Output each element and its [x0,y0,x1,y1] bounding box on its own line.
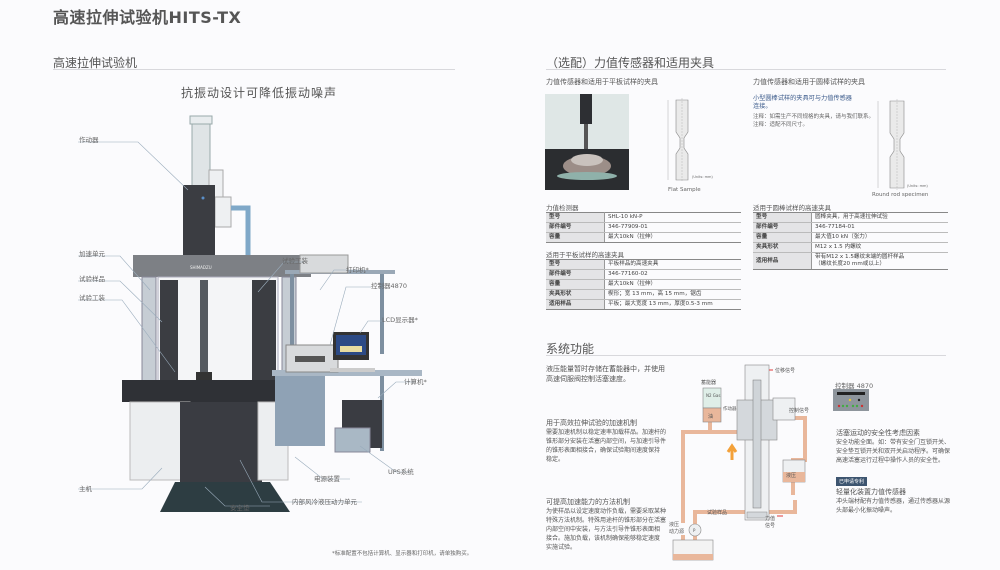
table-row: 型号圆棒夹具，用于高速拉伸试验 [753,212,948,223]
sensor-title: 轻量化装置力值传感器 [836,488,906,496]
flat-sample-drawing: (Units: mm) [667,98,713,182]
callout-hydraulic-unit: 内部风冷液压动力单元 [292,498,357,506]
diagram-hydraulic: 液压 [786,472,796,479]
left-section-rule [53,69,455,70]
left-section-title: 高速拉伸试验机 [53,56,138,70]
method-body: 为使样品以设定速度动作负载，需要采取某种 特殊方法机制。特殊用途杆的锥形部分在活… [546,508,667,551]
accel-body: 需要加速机制以稳定速率加载样品。加速杆的 锥形部分安装在活塞内部空间，与加速引导… [546,429,667,463]
safety-mat-shape [160,482,290,512]
accel-title: 用于高效拉伸试验的加速机制 [546,419,637,427]
safety-title: 活塞运动的安全性考虑因素 [836,429,920,437]
right-section-title: （选配）力值传感器和适用夹具 [546,56,715,70]
load-cell-photo [545,94,629,190]
callout-controller: 控制器4870 [371,282,408,290]
table-row: 容量最大值10 kN（张力） [753,232,948,243]
footnote: *标准配置不包括计算机、显示器和打印机，请单独购买。 [332,551,473,557]
table-row: 适用样品平板；最大宽度 13 mm，厚度0.5-3 mm [546,299,741,310]
patent-badge: 已申请专利 [836,477,868,486]
page-title: 高速拉伸试验机HITS-TX [53,8,242,27]
system-rule [546,355,946,356]
diagram-power-1: 液压 [669,521,679,528]
callout-actuator: 作动器 [79,136,99,144]
diagram-force-2: 信号 [765,522,775,529]
printer-shape [299,254,349,274]
diagram-power-2: 动力源 [669,528,684,535]
machine-illustration: SHIMADZU [122,115,422,512]
callout-lines [78,141,414,507]
callout-specimen: 试验样品 [79,275,105,283]
diagram-control-signal: 控制信号 [789,407,809,414]
diagram-pump: P [693,528,696,533]
diagram-oil: 油 [708,413,713,420]
arrow-up-icon [726,443,738,460]
round-units-label: (Units: mm) [907,184,928,188]
system-title: 系统功能 [546,342,595,356]
round-heading: 力值传感器和适用于圆棒试样的夹具 [753,78,865,86]
diagram-force-1: 力值 [765,515,775,522]
load-cell-caption: 力值检测器 [546,204,579,212]
servo-valve [772,397,796,421]
diagram-actuator-label: 作动器 [723,405,737,412]
sensor-body: 冲头端材配有力值传感器，通过传感器从源 头部最小化振动噪声。 [836,498,951,514]
callout-ups: UPS系统 [388,468,414,476]
round-sample-caption: Round rod specimen [872,192,929,198]
safety-body: 安全功能全面。如：带有安全门互锁开关、 安全垫互锁开关和双开关启动程序。可确保 … [836,439,951,464]
diagram-n2: N2 Gas [706,393,720,398]
callout-safety-mat: 安全垫 [230,504,250,512]
callout-computer: 计算机* [404,378,427,386]
callout-accel-unit: 加速单元 [79,250,105,258]
flat-grip-caption: 适用于平板试样的高速夹具 [546,251,624,259]
diagram-displacement: 位移信号 [775,367,795,374]
callout-power: 电源装置 [314,475,340,483]
table-row: 容量最大10kN（拉伸） [546,232,741,243]
flat-units-label: (Units: mm) [692,175,713,179]
system-intro: 液压能量暂时存储在蓄能器中，并使用 高速伺服阀控制活塞速度。 [546,365,665,383]
hydraulic-diagram: N2 Gas 油 蓄能器 作动器 控制信号 液压 位移信号 试验样品 力值 信号… [669,364,809,561]
accumulator-gas [702,387,722,409]
flat-heading: 力值传感器和适用于平板试样的夹具 [546,78,658,86]
round-note-line-2: 注释：适配不同尺寸。 [753,122,809,128]
ups-shape [334,427,371,453]
controller-4870-illustration [833,389,869,411]
round-grip-caption: 适用于圆棒试样的高速夹具 [753,204,831,212]
table-row: 适用样品带有M12 x 1.5螺纹末端的圆杆样品（螺纹长度20 mm或以上） [753,252,948,270]
callout-main-unit: 主机 [79,485,92,493]
table-row: 型号平板样品的高速夹具 [546,259,741,270]
diagram-specimen: 试验样品 [707,509,727,516]
callout-lcd: LCD显示器* [382,316,418,324]
flat-sample-caption: Flat Sample [668,187,701,193]
callout-fixture-top: 试验工装 [282,257,308,265]
table-row: 夹具形状楔形；宽 13 mm，高 15 mm，锯齿 [546,289,741,300]
pump-icon [688,523,702,537]
table-row: 容量最大10kN（拉伸） [546,279,741,290]
round-note-title: 小型圆棒试样的夹具可与力值传感器连接。 [753,95,852,110]
callout-fixture-left: 试验工装 [79,294,105,302]
method-title: 可提高加速能力的方法机制 [546,498,630,506]
left-subtitle: 抗振动设计可降低振动噪声 [181,86,338,100]
brand-label: SHIMADZU [190,265,212,270]
diagram-controller-label: 控制器 4870 [835,382,874,390]
round-sample-drawing: (Units: mm) [877,99,928,190]
callout-printer: 打印机* [346,266,369,274]
actuator-body [183,185,215,257]
diagram-accumulator: 蓄能器 [701,379,716,386]
round-note-line-1: 注释：如需生产不同规格的夹具，请与我们联系。 [753,114,875,120]
base-table [122,380,322,402]
crosshead [133,255,311,277]
accumulator-oil [702,407,722,423]
right-section-rule [546,69,946,70]
